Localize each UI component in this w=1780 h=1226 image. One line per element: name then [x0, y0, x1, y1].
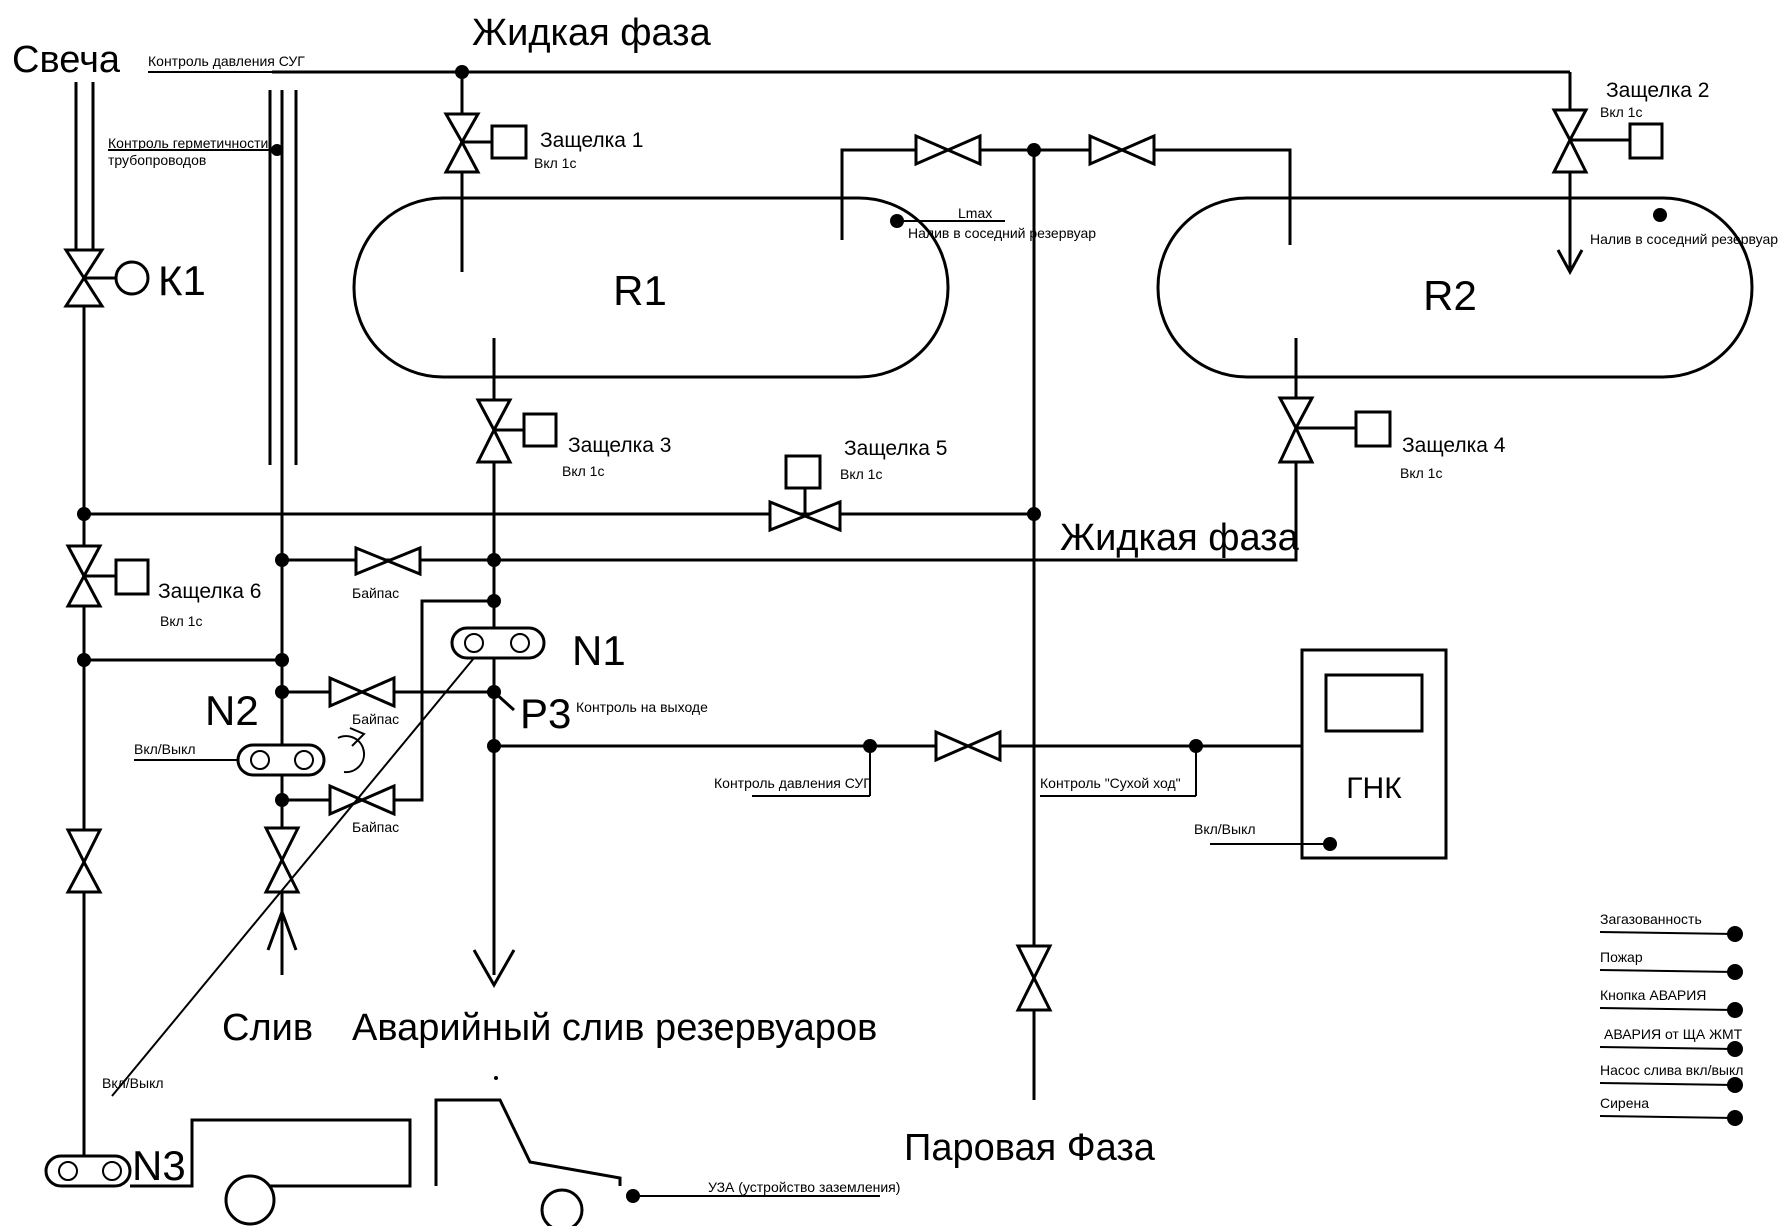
- latch-5-label: Защелка 5: [844, 437, 947, 460]
- latch-2-label: Защелка 2: [1606, 79, 1709, 102]
- latch-4-sub: Вкл 1с: [1400, 465, 1442, 481]
- fill-adjacent-2: Налив в соседний резервуар: [1590, 231, 1778, 247]
- n2-label: N2: [205, 687, 259, 734]
- valve-bypass-3[interactable]: [328, 783, 396, 817]
- onoff-n3-label: Вкл/Выкл: [102, 1075, 164, 1091]
- valve-latch-6[interactable]: [65, 544, 150, 608]
- signal-terminal: [1727, 1002, 1743, 1018]
- tank-r1-label: R1: [613, 267, 667, 314]
- lmax-label: Lmax: [958, 205, 992, 221]
- p3-label: Р3: [520, 690, 571, 737]
- outlet-control-label: Контроль на выходе: [576, 699, 708, 715]
- pressure-top-label: Контроль давления СУГ: [148, 53, 305, 69]
- k1-label: К1: [158, 257, 206, 304]
- signal-label: Кнопка АВАРИЯ: [1600, 987, 1706, 1003]
- svecha-label: Свеча: [12, 39, 121, 81]
- pump-n2[interactable]: [236, 743, 326, 777]
- valve-gnk[interactable]: [934, 729, 1002, 763]
- tightness-label-1: Контроль герметичности: [108, 135, 268, 151]
- signal-label: Загазованность: [1600, 911, 1702, 927]
- pressure-mid-label: Контроль давления СУГ: [714, 775, 871, 791]
- n1-label: N1: [572, 627, 626, 674]
- valve-k1[interactable]: [63, 248, 150, 308]
- pump-n3[interactable]: [44, 1154, 132, 1188]
- n3-label: N3: [132, 1142, 186, 1189]
- bypass-2-label: Байпас: [352, 711, 399, 727]
- onoff-gnk-label: Вкл/Выкл: [1194, 821, 1256, 837]
- emergency-drain-label: Аварийный слив резервуаров: [352, 1007, 877, 1049]
- latch-5-sub: Вкл 1с: [840, 466, 882, 482]
- valve-latch-2[interactable]: [1551, 108, 1664, 174]
- gnk-unit: [1300, 648, 1448, 860]
- latch-2-sub: Вкл 1с: [1600, 104, 1642, 120]
- signal-terminal: [1727, 964, 1743, 980]
- valve-vapor-left[interactable]: [914, 133, 982, 167]
- signal-terminal: [1727, 1041, 1743, 1057]
- signal-terminal: [1727, 1077, 1743, 1093]
- signal-label: АВАРИЯ от ЩА ЖМТ: [1604, 1026, 1743, 1042]
- latch-3-sub: Вкл 1с: [562, 463, 604, 479]
- signal-label: Сирена: [1600, 1095, 1649, 1111]
- tank-r2: [1156, 196, 1754, 379]
- valve-latch-3[interactable]: [475, 398, 558, 464]
- latch-4-label: Защелка 4: [1402, 434, 1506, 457]
- tightness-label-2: трубопроводов: [108, 152, 206, 168]
- valve-bypass-1[interactable]: [354, 545, 422, 577]
- vapor-phase-label: Паровая Фаза: [904, 1127, 1156, 1169]
- signal-label: Пожар: [1600, 949, 1643, 965]
- onoff-n2-label: Вкл/Выкл: [134, 741, 196, 757]
- latch-1-label: Защелка 1: [540, 129, 643, 152]
- valve-svecha-bottom[interactable]: [65, 828, 103, 894]
- drain-label: Слив: [222, 1007, 313, 1049]
- gnk-label: ГНК: [1346, 772, 1402, 805]
- valve-latch-5[interactable]: [768, 454, 842, 533]
- pump-n1[interactable]: [450, 626, 546, 660]
- latch-6-label: Защелка 6: [158, 580, 261, 603]
- signal-terminal: [1727, 1110, 1743, 1126]
- liquid-phase-top-label: Жидкая фаза: [472, 12, 712, 54]
- valve-drain[interactable]: [263, 826, 301, 894]
- bypass-1-label: Байпас: [352, 585, 399, 601]
- valve-bypass-2[interactable]: [328, 675, 396, 709]
- signal-terminal: [1727, 926, 1743, 942]
- valve-vapor-right[interactable]: [1088, 133, 1156, 167]
- liquid-phase-mid-label: Жидкая фаза: [1060, 517, 1300, 559]
- bypass-3-label: Байпас: [352, 819, 399, 835]
- tank-r1: [352, 196, 950, 379]
- valve-vapor-phase[interactable]: [1015, 944, 1053, 1012]
- signal-label: Насос слива вкл/выкл: [1600, 1062, 1743, 1078]
- signal-list: Загазованность Пожар Кнопка АВАРИЯ АВАРИ…: [1599, 911, 1743, 1126]
- valve-latch-1[interactable]: [443, 112, 528, 174]
- latch-3-label: Защелка 3: [568, 434, 671, 457]
- truck: [130, 1098, 622, 1226]
- latch-1-sub: Вкл 1с: [534, 155, 576, 171]
- grounding-label: УЗА (устройство заземления): [708, 1179, 900, 1195]
- fill-adjacent-1: Налив в соседний резервуар: [908, 225, 1096, 241]
- latch-6-sub: Вкл 1с: [160, 613, 202, 629]
- valve-latch-4[interactable]: [1277, 396, 1392, 464]
- tank-r2-label: R2: [1423, 272, 1477, 319]
- dry-run-label: Контроль "Сухой ход": [1040, 775, 1181, 791]
